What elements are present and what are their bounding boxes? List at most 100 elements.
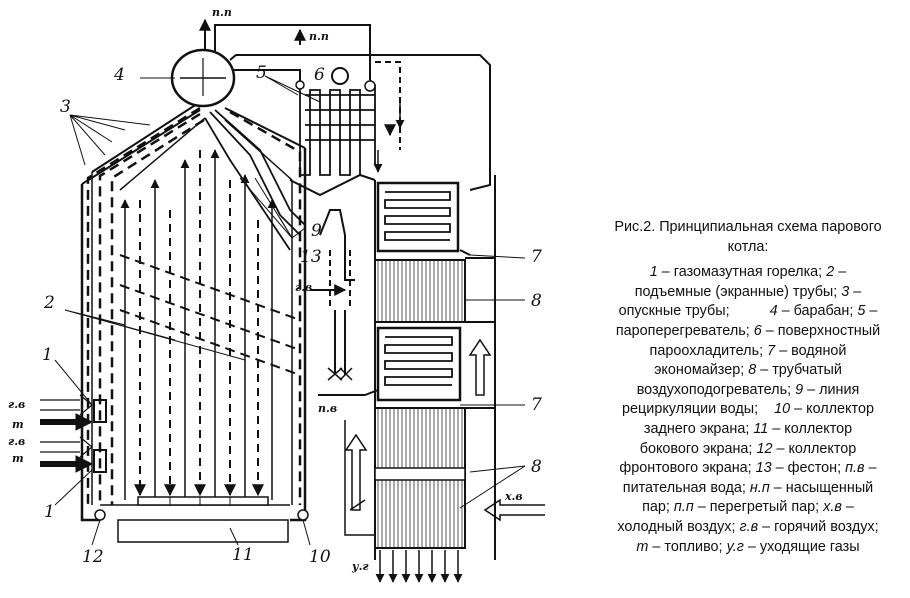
- caption-line: холодный воздух; г.в – горячий воздух;: [592, 518, 904, 538]
- caption-term: н.п: [749, 479, 770, 496]
- caption-text: фронтового экрана;: [619, 460, 756, 477]
- label-12: 12: [82, 547, 104, 567]
- label-6: 6: [314, 65, 325, 85]
- caption-text: – коллектор: [790, 401, 874, 418]
- caption-text: бокового экрана;: [639, 440, 757, 457]
- caption-text: –: [864, 460, 877, 477]
- burners: [93, 399, 107, 473]
- side-screen-collector: [137, 496, 269, 506]
- caption-line: питательная вода; н.п – насыщенный: [592, 479, 904, 499]
- caption-line: пароохладитель; 7 – водяной: [592, 342, 904, 362]
- label-1: 1: [42, 345, 53, 365]
- caption-text: – газомазутная горелка;: [657, 264, 827, 281]
- caption-text: опускные трубы;: [618, 303, 770, 320]
- burner-inputs: [40, 394, 94, 473]
- caption-text: –: [849, 283, 862, 300]
- caption-term: х.в: [823, 499, 842, 516]
- caption-text: –: [865, 303, 878, 320]
- gas-arrows: [373, 100, 405, 173]
- caption-term: 10: [774, 401, 791, 418]
- label-9: 9: [311, 221, 322, 241]
- boiler-scheme: 1 1 2 3 4 5 6 7 7 8 8 9 10 11 12 13 п.п …: [8, 6, 545, 583]
- flow-superheated-steam: п.п: [309, 30, 329, 43]
- flow-fuel-2: т: [12, 452, 24, 465]
- number-labels: 1 1 2 3 4 5 6 7 7 8 8 9 10 11 12 13: [42, 63, 542, 567]
- caption-term: 12: [756, 440, 773, 457]
- caption-text: – поверхностный: [761, 322, 881, 339]
- drum: [170, 48, 236, 108]
- caption-term: п.в: [845, 460, 865, 477]
- label-7-upper: 7: [531, 247, 542, 267]
- caption-text: – фестон;: [771, 460, 846, 477]
- leader-lines: [54, 75, 526, 546]
- label-3: 3: [60, 97, 71, 117]
- recirculation-line: [310, 209, 379, 396]
- caption-text: – барабан;: [777, 303, 858, 320]
- caption-term: 4: [769, 303, 778, 320]
- caption-term: 6: [753, 322, 762, 339]
- caption-text: холодный воздух;: [617, 518, 740, 535]
- caption-text: – насыщенный: [769, 479, 874, 496]
- caption-text: воздухоподогреватель;: [636, 381, 796, 398]
- air-flow-arrows: [344, 338, 545, 522]
- label-13: 13: [300, 247, 322, 267]
- label-8-upper: 8: [531, 291, 542, 311]
- caption-text: – коллектор: [772, 440, 857, 457]
- caption-term: 3: [841, 283, 850, 300]
- superheater: [299, 79, 376, 176]
- caption-text: подъемные (экранные) трубы;: [634, 283, 842, 300]
- flue-gas-arrows: [375, 550, 463, 583]
- caption-text: – трубчатый: [756, 362, 842, 379]
- caption-text: – водяной: [775, 342, 847, 359]
- caption-text: пар;: [642, 499, 674, 516]
- caption-term: у.г: [726, 538, 744, 555]
- caption-line: пар; п.п – перегретый пар; х.в –: [592, 498, 904, 518]
- caption-title: Рис.2. Принципиальная схема парового кот…: [614, 219, 882, 255]
- caption-text: заднего экрана;: [643, 420, 754, 437]
- label-5: 5: [256, 63, 267, 83]
- caption-term: 9: [795, 381, 804, 398]
- label-4: 4: [113, 65, 125, 85]
- caption-line: опускные трубы; 4 – барабан; 5 –: [592, 302, 904, 322]
- caption-term: 7: [767, 342, 776, 359]
- caption-term: 11: [753, 420, 769, 437]
- festoon-tubes: [204, 109, 306, 251]
- caption-line: т – топливо; у.г – уходящие газы: [592, 538, 904, 558]
- caption-text: –: [841, 499, 854, 516]
- caption-term: 2: [826, 264, 835, 281]
- caption-text: – линия: [803, 381, 860, 398]
- caption-text: –: [834, 264, 847, 281]
- caption-text: пароохладитель;: [649, 342, 768, 359]
- riser-tubes: [120, 149, 277, 500]
- caption-line: заднего экрана; 11 – коллектор: [592, 420, 904, 440]
- caption-text: питательная вода;: [622, 479, 750, 496]
- caption-line: воздухоподогреватель; 9 – линия: [592, 381, 904, 401]
- caption-line: фронтового экрана; 13 – фестон; п.в –: [592, 459, 904, 479]
- caption-line: рециркуляции воды; 10 – коллектор: [592, 400, 904, 420]
- air-heater-connections: [459, 249, 496, 409]
- caption-line: бокового экрана; 12 – коллектор: [592, 440, 904, 460]
- screen-bands: [119, 254, 301, 376]
- steam-lines: [199, 18, 491, 191]
- desuperheater: [295, 67, 376, 92]
- label-2: 2: [43, 293, 55, 313]
- caption-text: – горячий воздух;: [758, 518, 879, 535]
- caption-text: – перегретый пар;: [693, 499, 824, 516]
- downcomer-arrows: [134, 150, 264, 497]
- caption-term: г.в: [739, 518, 759, 535]
- label-10: 10: [309, 547, 331, 567]
- label-8-lower: 8: [531, 457, 542, 477]
- caption-term: 5: [857, 303, 866, 320]
- caption-text: – коллектор: [768, 420, 853, 437]
- economizer-lower: [376, 326, 462, 402]
- flow-fuel-1: т: [12, 418, 24, 431]
- flow-hot-air-recirc: г.в: [295, 281, 312, 294]
- caption-text: – уходящие газы: [743, 538, 860, 555]
- rear-screen-collector: [297, 509, 309, 521]
- air-heater-upper: [374, 259, 466, 323]
- caption-term: 13: [755, 460, 772, 477]
- caption-line: 1 – газомазутная горелка; 2 –: [592, 263, 904, 283]
- label-1-lower: 1: [44, 502, 55, 522]
- flow-superheated-steam-top: п.п: [212, 6, 232, 19]
- caption-text: экономайзер;: [654, 362, 749, 379]
